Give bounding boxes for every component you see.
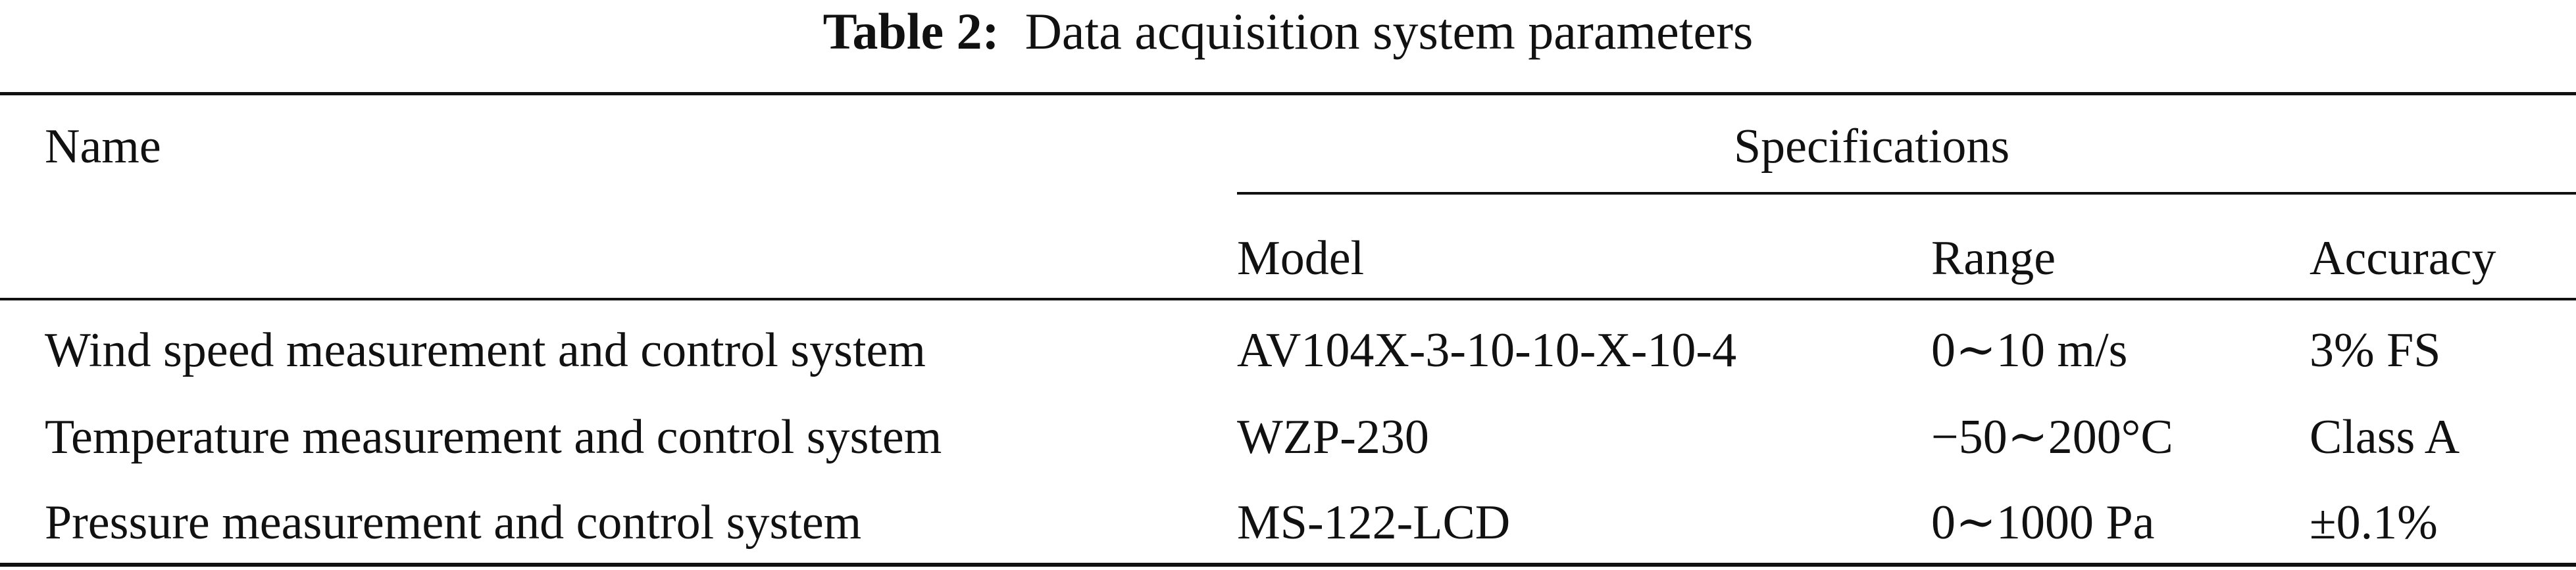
table-row-1-accuracy: 3% FS	[2310, 323, 2441, 377]
header-name: Name	[45, 120, 161, 174]
header-model: Model	[1237, 231, 1365, 285]
table-caption: Table 2: Data acquisition system paramet…	[0, 0, 2576, 66]
header-bottom-rule	[0, 298, 2576, 300]
table-row-2-name: Temperature measurement and control syst…	[45, 410, 942, 464]
header-accuracy: Accuracy	[2310, 231, 2496, 285]
table-caption-title: Data acquisition system parameters	[1024, 3, 1754, 60]
specifications-rule	[1237, 192, 2576, 195]
table-row-1-model: AV104X-3-10-10-X-10-4	[1237, 323, 1737, 377]
table-row-3-accuracy: ±0.1%	[2310, 496, 2438, 550]
table-caption-label: Table 2:	[822, 3, 999, 60]
table-row-2-model: WZP-230	[1237, 410, 1429, 464]
table-row-2-accuracy: Class A	[2310, 410, 2460, 464]
header-range: Range	[1931, 231, 2056, 285]
table-row-3-name: Pressure measurement and control system	[45, 496, 862, 550]
table-row-1-name: Wind speed measurement and control syste…	[45, 323, 926, 377]
table-bottom-rule	[0, 563, 2576, 567]
table-row-2-range: −50∼200°C	[1931, 410, 2173, 464]
table-row-1-range: 0∼10 m/s	[1931, 323, 2128, 377]
table-row-3-range: 0∼1000 Pa	[1931, 496, 2155, 550]
table-row-3-model: MS-122-LCD	[1237, 496, 1511, 550]
header-specifications: Specifications	[1734, 120, 2010, 174]
table-top-rule	[0, 92, 2576, 95]
